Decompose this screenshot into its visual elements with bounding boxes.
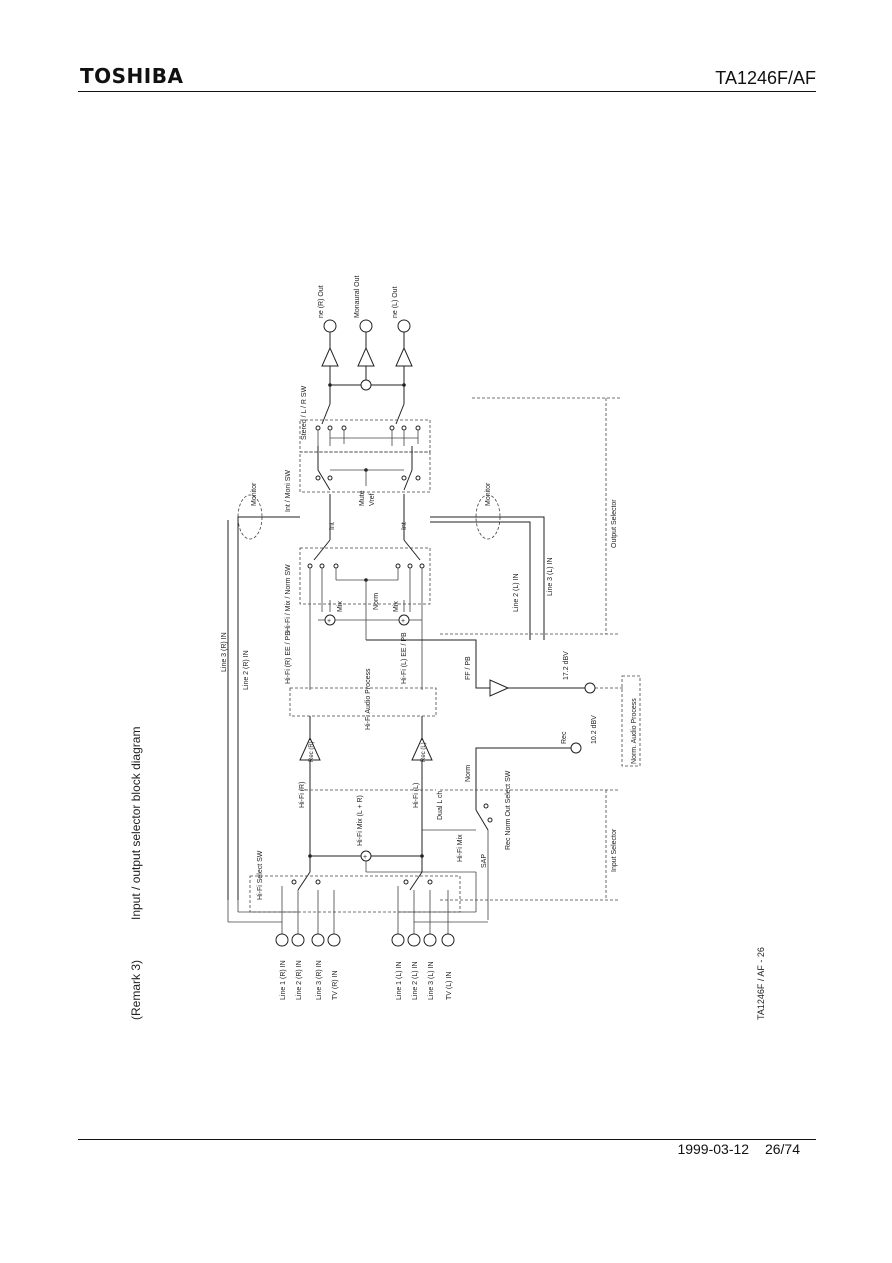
input-l-label-1: Line 2 (L) IN [412,961,419,1000]
footer-page: 26/74 [764,1141,800,1157]
output-buffers [321,332,413,404]
footer-rule [78,1139,816,1140]
output-l-label: ne (L) Out [392,286,399,318]
mix-r-label: Mix [337,601,344,612]
norm-label-2: Norm [465,765,472,782]
mix-summers: + + Mix Mix [318,600,422,626]
hifi-mix-2-label: Hi-Fi Mix [457,834,464,862]
buffer-l [395,346,413,367]
remark-title: Input / output selector block diagram [129,727,143,920]
rec-r-label: Rec (R) [309,741,315,762]
stereo-lr-label: Stereo / L / R SW [301,385,308,440]
rec-label: Rec [561,731,568,744]
input-r-label-2: Line 3 (R) IN [316,960,323,1000]
monitor-paths: Monitor Monitor Int Int [237,482,545,900]
toshiba-logo: TOSHIBA [80,64,184,88]
mute-label: Mute [359,490,366,506]
hifi-select-label: Hi-Fi Select SW [257,850,264,900]
header-rule [78,91,816,92]
int-r-label: Int [329,522,336,530]
input-l-label-2: Line 3 (L) IN [428,961,435,1000]
page-code: TA1246F / AF - 26 [756,947,766,1020]
input-l-label-3: TV (L) IN [446,972,453,1000]
monitor-r-label: Monitor [251,482,258,506]
svg-text:+: + [327,618,331,625]
dual-lch-label: Dual L ch [437,791,444,820]
monitor-l-label: Monitor [485,482,492,506]
line2-l-in-label: Line 2 (L) IN [513,573,520,612]
sap-label: SAP [481,854,488,868]
norm-label-1: Norm [373,593,380,610]
output-r-label: ne (R) Out [318,285,325,318]
output-monaural-label: Monaural Out [354,276,361,318]
mono-summer [360,379,372,391]
input-r-label-1: Line 2 (R) IN [296,960,303,1000]
input-r-label-0: Line 1 (R) IN [280,960,287,1000]
norm-17dbv-label: 17.2 dBV [563,651,570,680]
hifi-mix-norm-switch: Hi-Fi / Mix / Norm SW Norm [285,494,431,690]
footer-date: 1999-03-12 [677,1141,750,1157]
mix-l-label: Mix [393,601,400,612]
rec-terminal [570,742,582,754]
line2-r-in-label: Line 2 (R) IN [243,650,250,690]
hifi-mix-label: Hi-Fi Mix (L + R) [357,795,364,846]
rec-norm-out: Rec 10.2 dBV Norm Rec Norm Out Select SW [465,715,598,920]
line3-r-in-label: Line 3 (R) IN [221,632,228,672]
remark-label: (Remark 3) [129,960,143,1020]
svg-text:+: + [363,854,367,861]
output-l-terminal [397,319,411,333]
selector-boundaries: Output Selector Input Selector [300,397,620,901]
hifi-audio-process-label: Hi-Fi Audio Process [365,668,372,730]
hifi-l-label: Hi-Fi (L) [413,783,420,808]
part-number: TA1246F/AF [715,68,816,88]
input-selector-switches: Hi-Fi Select SW [227,850,488,940]
input-terminals: Line 1 (R) IN Line 2 (R) IN Line 3 (R) I… [275,933,455,1000]
svg-text:+: + [401,618,405,625]
rec-l-label: Rec (L) [421,742,427,762]
output-monaural-terminal [359,319,373,333]
norm-buffer [489,679,510,697]
int-moni-switch: Int / Moni SW Mute Vref [285,446,431,512]
ff-pb-label: FF / PB [465,656,472,680]
norm-in-terminal [584,682,596,694]
hifi-mix-norm-label: Hi-Fi / Mix / Norm SW [285,564,292,632]
line3-l-in-label: Line 3 (L) IN [547,557,554,596]
output-terminals: ne (R) Out Monaural Out ne (L) Out [318,276,411,333]
stereo-lr-switch: Stereo / L / R SW [299,385,431,453]
input-selector-label: Input Selector [611,828,618,872]
input-r-label-3: TV (R) IN [332,970,339,1000]
vref-label: Vref [369,493,376,506]
output-r-terminal [323,319,337,333]
rec-amps: Rec (R) Rec (L) Hi-Fi (R) Hi-Fi (L) [299,736,433,856]
hifi-pb-l-label: Hi-Fi (L) EE / PB [401,632,408,684]
footer: 1999-03-12 26/74 [665,1141,800,1157]
buffer-mono [357,346,375,367]
hifi-pb-r-label: Hi-Fi (R) EE / PB [285,631,292,684]
norm-10dbv-label: 10.2 dBV [591,715,598,744]
int-moni-label: Int / Moni SW [285,470,292,512]
buffer-r [321,346,339,367]
rec-norm-out-label: Rec Norm Out Select SW [505,770,512,850]
hifi-audio-process: Hi-Fi (R) EE / PB Hi-Fi (L) EE / PB Hi-F… [285,631,437,740]
input-l-label-0: Line 1 (L) IN [396,961,403,1000]
line-out-paths: Line 3 (R) IN Line 2 (R) IN Line 2 (L) I… [221,520,554,900]
hifi-r-label: Hi-Fi (R) [299,782,306,808]
norm-path: FF / PB 17.2 dBV Norm. Audio Process [366,639,641,767]
output-selector-label: Output Selector [611,499,618,548]
hifi-mix: + Hi-Fi Mix (L + R) Dual L ch Hi-Fi Mix … [308,791,488,873]
norm-audio-process-label: Norm. Audio Process [631,698,638,764]
